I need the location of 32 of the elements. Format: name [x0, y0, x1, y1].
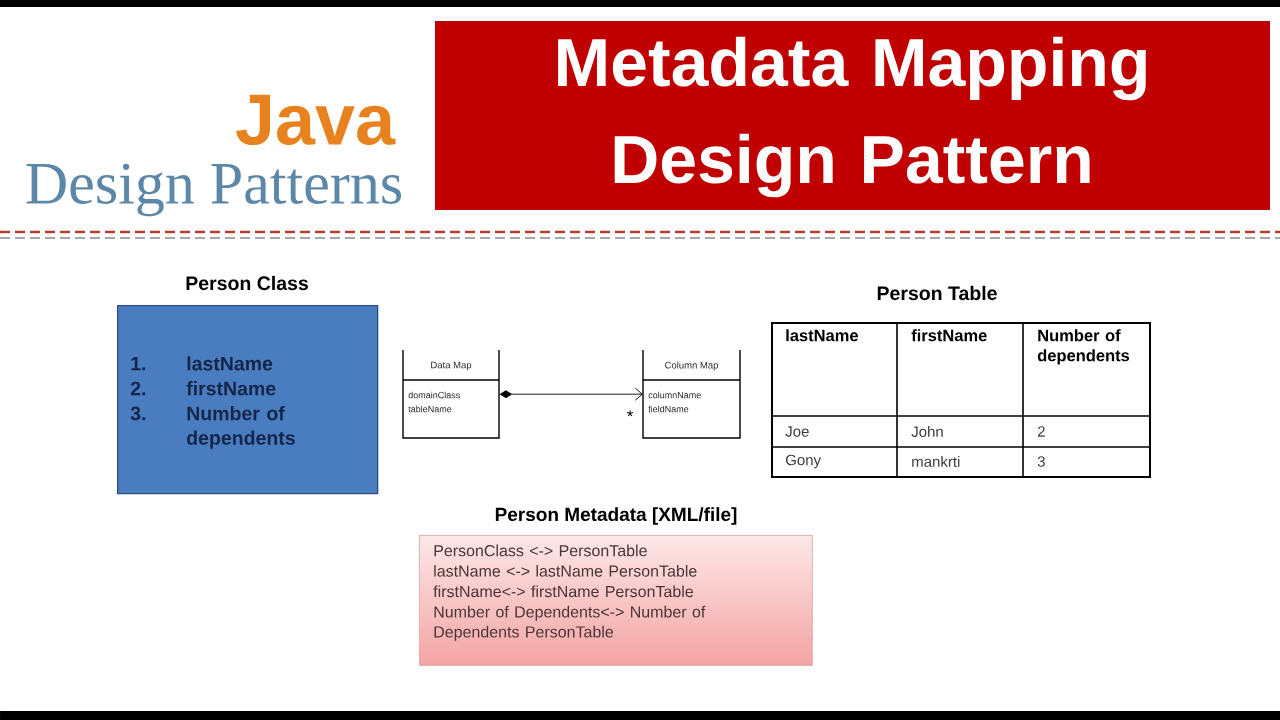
class-name: Data Map [431, 361, 472, 371]
data-value: mankrti [912, 456, 960, 467]
section-heading: Person Table [877, 285, 997, 301]
association-arrow [499, 387, 643, 401]
attribute-text: fieldName [648, 405, 689, 413]
data-value: John [911, 426, 943, 437]
list-item: 2. firstName [130, 381, 276, 396]
section-heading: Person Class [186, 275, 308, 291]
data-value: Joe [785, 426, 809, 437]
attribute-text: tableName [408, 405, 452, 413]
mapping-rule: Number of Dependents<-> Number of Dependents PersonTable [434, 605, 706, 641]
section-heading: Person Metadata [XML/file] [495, 507, 737, 525]
data-value: 2 [1037, 426, 1045, 437]
class-box [642, 349, 741, 439]
attribute-text: domainClass [408, 391, 460, 399]
attribute-text: columnName [648, 391, 701, 399]
mapping-rule: firstName<-> firstName PersonTable [433, 585, 693, 598]
column-header: lastName [786, 329, 858, 342]
mapping-rule: lastName <-> lastName PersonTable [434, 565, 697, 577]
class-name: Column Map [665, 361, 719, 371]
edge-label: * [625, 409, 635, 424]
mapping-rule: PersonClass <-> PersonTable [434, 544, 647, 557]
title-banner: Metadata Mapping Design Pattern [434, 20, 1271, 211]
list-item: 3. Number of dependents [130, 406, 295, 449]
list-item: 1. lastName [131, 356, 273, 371]
data-value: 3 [1037, 456, 1045, 467]
series-title: Design Patterns [26, 163, 401, 217]
data-value: Gony [785, 454, 821, 469]
series-title: Java [236, 94, 396, 146]
class-box [402, 349, 500, 439]
column-header: firstName [911, 329, 987, 342]
column-header: Number of dependents [1037, 329, 1130, 365]
